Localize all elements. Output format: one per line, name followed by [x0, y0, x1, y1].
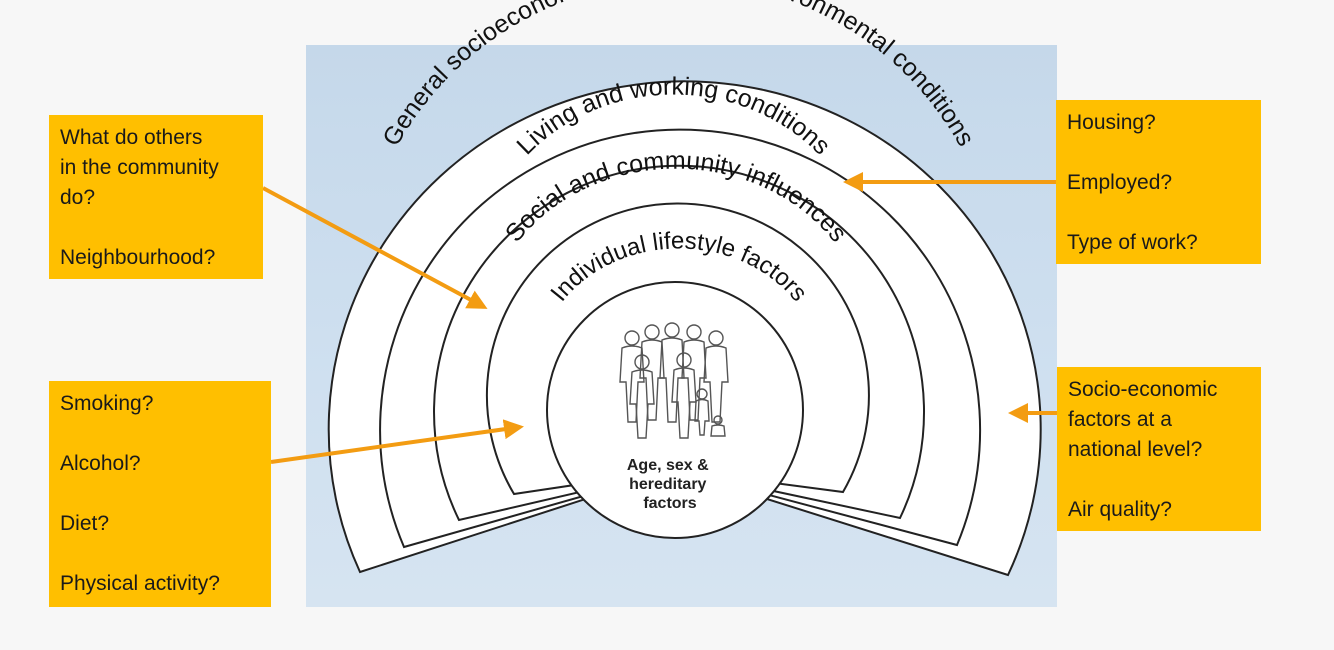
callout-line: national level? [1068, 438, 1203, 461]
callout-line: in the community [60, 156, 219, 179]
callout-line: Housing? [1067, 111, 1156, 134]
core-circle [546, 281, 804, 539]
callout-living: Housing? Employed? Type of work? [1056, 100, 1261, 264]
callout-line: Alcohol? [60, 452, 141, 475]
core-label: Age, sex & hereditary factors [627, 457, 713, 512]
arrow-lifestyle [270, 419, 524, 464]
callout-line: Air quality? [1068, 498, 1172, 521]
callout-line: Smoking? [60, 392, 154, 415]
callout-line: Neighbourhood? [60, 246, 216, 269]
callout-line: Diet? [60, 512, 110, 535]
arrow-community [262, 186, 488, 309]
callout-line: do? [60, 186, 96, 209]
callout-lifestyle: Smoking? Alcohol? Diet? Physical activit… [49, 381, 271, 607]
callout-line: What do others [60, 126, 203, 149]
callout-line: Physical activity? [60, 572, 220, 595]
callout-line: factors at a [1068, 408, 1172, 431]
people-group-icon [619, 322, 729, 439]
callout-community: What do others in the community do? Neig… [49, 115, 263, 279]
callout-line: Employed? [1067, 171, 1173, 194]
callout-socio: Socio-economic factors at a national lev… [1057, 367, 1261, 531]
callout-line: Socio-economic [1068, 378, 1218, 401]
callout-line: Type of work? [1067, 231, 1198, 254]
